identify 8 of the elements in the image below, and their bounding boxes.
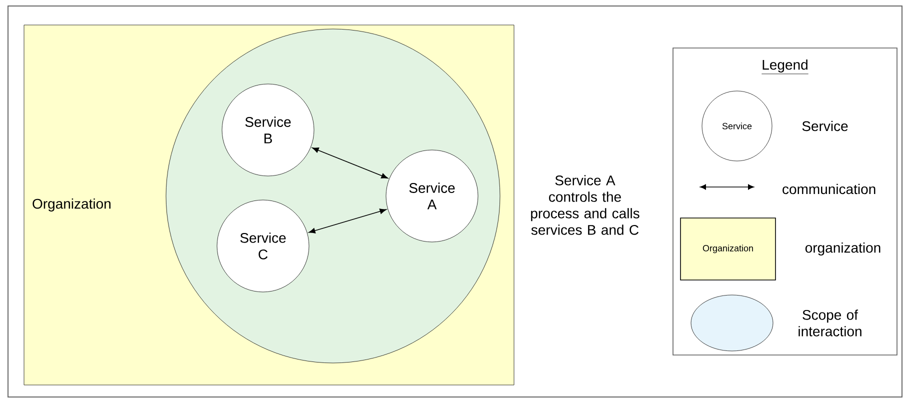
legend-text: communication xyxy=(782,184,876,194)
legend-text: Scope of interaction xyxy=(798,310,862,336)
legend-text: Service xyxy=(802,120,848,132)
legend-title: Legend xyxy=(761,59,809,74)
arrow xyxy=(308,208,387,234)
arrow xyxy=(312,147,388,179)
legend-text: organization xyxy=(805,242,880,256)
note: Service A controls the process and calls services B and C xyxy=(531,175,640,235)
